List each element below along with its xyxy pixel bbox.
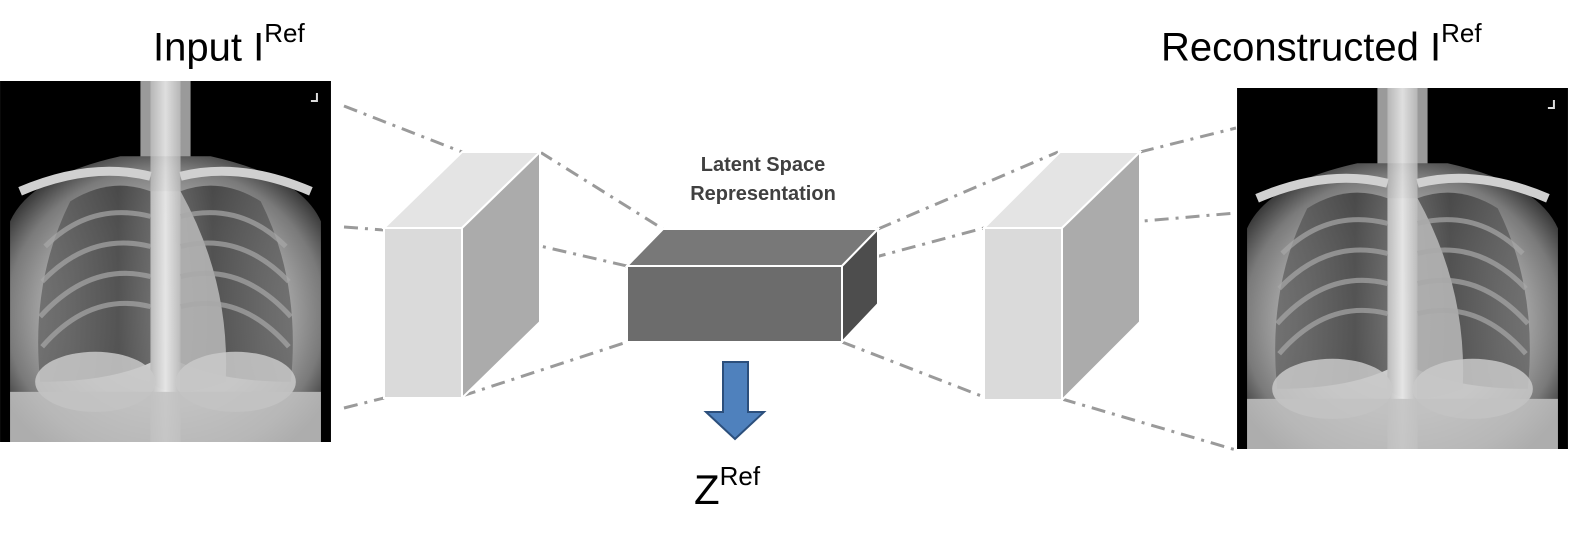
latent-title-line-1: Latent Space xyxy=(700,154,826,176)
input-title: Input IRef xyxy=(153,18,305,70)
encoder-block-front xyxy=(383,227,463,399)
decoder-block xyxy=(981,149,1143,403)
input-xray-image xyxy=(0,81,331,442)
latent-title-line-2: Representation xyxy=(690,183,836,205)
connector-line xyxy=(343,225,385,232)
latent-space-title: Latent Space Representation xyxy=(663,151,863,209)
dash-dot-connectors xyxy=(343,104,1237,452)
reconstructed-title: Reconstructed IRef xyxy=(1161,18,1482,70)
connector-line xyxy=(1061,397,1237,452)
connector-line xyxy=(1061,211,1237,230)
decoder-block-front xyxy=(983,227,1063,401)
down-arrow-icon xyxy=(703,361,767,441)
connector-line xyxy=(343,396,385,410)
connector-line xyxy=(539,150,664,231)
connector-line xyxy=(841,226,985,268)
latent-block-top xyxy=(624,228,881,267)
connector-line xyxy=(1139,126,1237,154)
latent-block-front xyxy=(626,265,843,343)
reconstructed-xray-image xyxy=(1237,88,1568,449)
connector-line xyxy=(461,226,628,268)
connector-line xyxy=(877,150,1059,231)
latent-vector-label: ZRef xyxy=(694,461,761,513)
encoder-block xyxy=(381,149,543,401)
connector-line xyxy=(841,340,985,399)
latent-space-block xyxy=(624,226,881,345)
connector-line xyxy=(343,104,463,154)
